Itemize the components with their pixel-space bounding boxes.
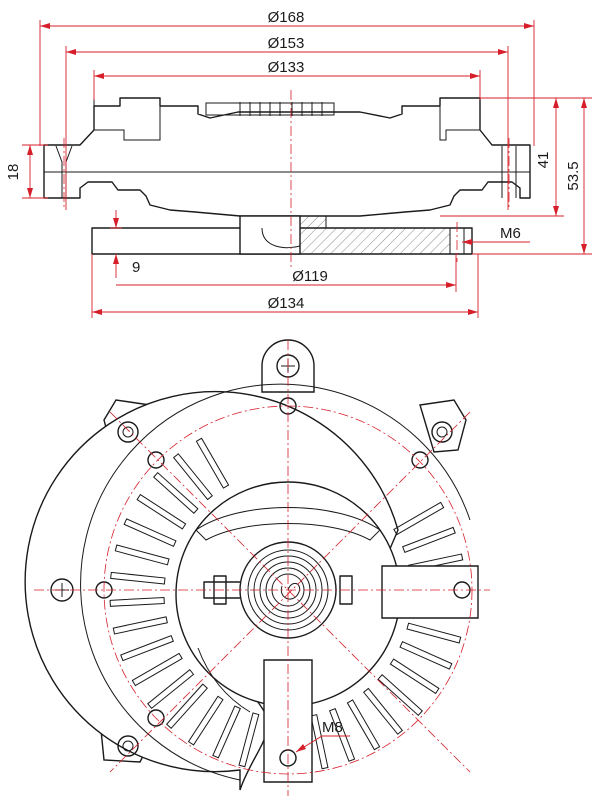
bolt-hole-top-left [117, 421, 139, 443]
radial-fin [238, 712, 260, 768]
housing-outline [43, 97, 531, 217]
dim-w9-label: 9 [132, 259, 140, 276]
fin-comb-teeth [239, 102, 323, 116]
front-centerlines [34, 340, 490, 796]
radial-fin [195, 437, 230, 489]
dim-d153-label: Ø153 [268, 35, 305, 52]
dim-m6-label: M6 [500, 225, 521, 242]
radial-fin [328, 708, 356, 762]
radial-fin [172, 453, 213, 501]
dim-w9 [110, 210, 122, 278]
dim-m8-label: M8 [322, 719, 343, 736]
radial-fin [153, 471, 199, 514]
right-flange-hole [501, 146, 517, 198]
side-section-view: Ø168 Ø153 Ø133 18 41 53.5 M6 9 Ø119 Ø134 [5, 9, 592, 318]
radial-fin [136, 493, 187, 530]
dim-d133-label: Ø133 [268, 59, 305, 76]
radial-fin [363, 687, 404, 735]
radial-fin [187, 695, 224, 746]
radial-fin [114, 544, 170, 566]
bolt-hole-bottom-left [117, 735, 139, 757]
housing-inner-right [439, 98, 481, 141]
radial-fin [120, 634, 174, 662]
shaft-right [381, 565, 479, 619]
dim-h41 [440, 97, 564, 217]
bolt-hole-top-right [431, 421, 453, 443]
hub-hatched-section [299, 227, 451, 255]
radial-fin [377, 674, 423, 717]
dim-d153 [65, 46, 509, 210]
dim-m6-leader [462, 239, 530, 245]
hub-neck [299, 215, 327, 229]
radial-fin [165, 683, 208, 729]
radial-fin [346, 699, 381, 751]
radial-fin [399, 641, 453, 670]
radial-fin [406, 622, 462, 644]
radial-fin [389, 658, 440, 695]
dim-h18-label: 18 [5, 164, 22, 181]
front-view: M8 [24, 339, 490, 796]
dim-m8-leader [295, 735, 350, 753]
radial-fin [123, 518, 177, 547]
radial-fin [147, 669, 195, 710]
outer-rim [80, 383, 471, 781]
dim-d119 [116, 254, 457, 292]
inner-arc-lower [197, 647, 251, 713]
dim-h53-5-label: 53.5 [565, 161, 582, 190]
hub-bore-curve [261, 227, 301, 249]
radial-fin [402, 526, 456, 554]
dim-d133 [93, 70, 481, 100]
radial-fin [310, 714, 329, 770]
dim-h53-5 [472, 97, 592, 255]
radial-fin [109, 596, 165, 607]
dim-d134-label: Ø134 [268, 295, 305, 312]
dim-d119-label: Ø119 [292, 268, 328, 285]
radial-fin [112, 616, 168, 635]
radial-fin [393, 501, 445, 536]
radial-fin [131, 652, 183, 687]
radial-fin [110, 571, 166, 585]
dim-d168-label: Ø168 [268, 9, 305, 26]
radial-fin [212, 705, 241, 759]
inner-arc-upper [195, 507, 381, 541]
dim-h18 [22, 144, 48, 199]
dim-h41-label: 41 [535, 152, 552, 169]
dim-d168 [39, 20, 535, 146]
dim-d134 [91, 254, 479, 318]
lug-top-right [419, 399, 467, 453]
housing-inner-left [93, 98, 161, 141]
